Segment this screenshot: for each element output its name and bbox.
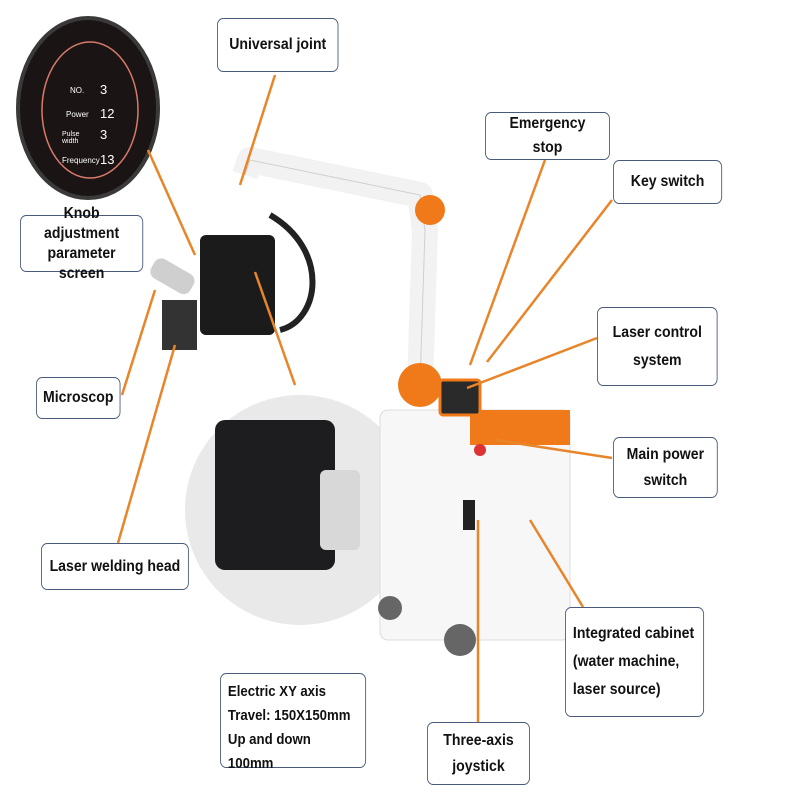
leader-lines bbox=[116, 74, 613, 722]
label-laser-control: Laser control system bbox=[597, 307, 718, 386]
label-microscope: Microscop bbox=[36, 377, 121, 419]
leader-welding-head bbox=[116, 344, 177, 544]
label-joystick: Three-axis joystick bbox=[427, 722, 530, 785]
cabinet-top-band bbox=[470, 410, 570, 445]
label-emergency-stop: Emergency stop bbox=[485, 112, 610, 160]
leader-microscope bbox=[120, 289, 157, 396]
arm-joint bbox=[415, 195, 445, 225]
label-universal-joint: Universal joint bbox=[217, 18, 339, 72]
joystick bbox=[463, 500, 475, 530]
screen-value-no: 3 bbox=[100, 82, 108, 97]
label-key-switch: Key switch bbox=[613, 160, 723, 204]
welding-head bbox=[200, 235, 275, 335]
leader-knob-screen bbox=[146, 149, 197, 256]
emergency-stop-button bbox=[474, 444, 486, 456]
screen-label-pulse: Pulse width bbox=[62, 131, 80, 145]
leader-universal-joint bbox=[238, 74, 277, 186]
parameter-screen bbox=[16, 16, 160, 200]
label-knob-screen: Knob adjustment parameter screen bbox=[20, 205, 144, 282]
laser-nozzle bbox=[162, 300, 197, 350]
label-welding-head: Laser welding head bbox=[41, 543, 189, 590]
arm-base-joint bbox=[398, 363, 442, 407]
xy-axis-line3: Up and down 100mm bbox=[227, 731, 311, 772]
wheel bbox=[378, 596, 402, 620]
label-cabinet: Integrated cabinet (water machine, laser… bbox=[565, 607, 705, 717]
screen-value-frequency: 13 bbox=[100, 152, 115, 167]
xy-axis-line2: Travel: 150X150mm bbox=[227, 707, 351, 724]
wheel bbox=[444, 624, 476, 656]
leader-main-power bbox=[494, 438, 613, 460]
leader-laser-control bbox=[466, 336, 598, 390]
xy-axis-line1: Electric XY axis bbox=[227, 683, 327, 700]
screen-label-no: NO. bbox=[70, 86, 85, 95]
label-main-power: Main power switch bbox=[613, 437, 718, 498]
closeup-head-body bbox=[215, 420, 335, 570]
leader-key-switch bbox=[486, 199, 613, 363]
screen-label-frequency: Frequency bbox=[62, 156, 100, 165]
label-xy-axis: Electric XY axis Travel: 150X150mm Up an… bbox=[220, 673, 367, 772]
leader-cabinet bbox=[528, 519, 585, 608]
control-screen bbox=[438, 378, 482, 417]
screen-ring bbox=[41, 41, 139, 179]
screen-label-power: Power bbox=[66, 110, 89, 119]
screen-value-power: 12 bbox=[100, 106, 115, 121]
robot-arm-outline bbox=[244, 159, 426, 386]
screen-value-pulse: 3 bbox=[100, 127, 108, 142]
leader-xy-axis bbox=[253, 271, 297, 386]
microscope bbox=[150, 258, 195, 295]
cable bbox=[268, 212, 316, 333]
closeup-microscope bbox=[320, 470, 360, 550]
leader-emergency-stop bbox=[468, 159, 547, 366]
